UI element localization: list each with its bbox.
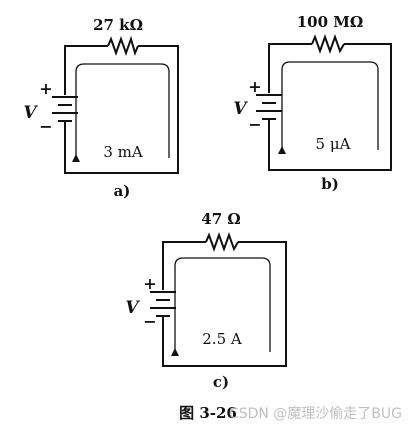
- circuit-c-current-arrow: [171, 257, 271, 356]
- circuit-c-resistance-label: 47 Ω: [201, 210, 240, 228]
- watermark: CSDN @魔理沙偷走了BUG: [229, 406, 402, 422]
- circuit-c-caption: c): [213, 373, 229, 391]
- circuit-b-current-arrow: [278, 61, 379, 154]
- circuit-a-minus-label: −: [39, 117, 52, 136]
- circuit-c-minus-label: −: [143, 312, 156, 331]
- circuit-c-battery: [150, 291, 176, 322]
- circuit-b-voltage-label: V: [233, 99, 248, 119]
- circuit-a-wire: [64, 45, 179, 174]
- circuit-c-wire: [162, 241, 287, 367]
- circuit-b-caption: b): [321, 175, 339, 193]
- circuit-b-minus-label: −: [248, 115, 261, 134]
- circuit-a: [52, 35, 179, 174]
- circuit-c-resistor: [205, 232, 239, 252]
- circuit-b-resistor: [311, 34, 345, 54]
- circuit-c-voltage-label: V: [125, 298, 140, 318]
- circuit-b-plus-label: +: [248, 77, 261, 96]
- figure-label: 图 3-26: [179, 404, 237, 422]
- circuit-b-wire: [268, 43, 392, 171]
- circuit-c: [150, 232, 287, 367]
- circuit-a-battery: [52, 96, 78, 128]
- circuit-c-plus-label: +: [143, 274, 156, 293]
- circuit-b-current-label: 5 μA: [316, 135, 351, 153]
- circuit-a-caption: a): [114, 182, 131, 200]
- circuit-a-plus-label: +: [39, 79, 52, 98]
- circuit-a-current-arrow: [72, 63, 170, 162]
- circuit-b-battery: [256, 94, 282, 126]
- circuit-a-resistor: [107, 35, 139, 56]
- circuit-b: [256, 34, 392, 171]
- circuit-b-resistance-label: 100 MΩ: [297, 13, 364, 31]
- circuit-a-voltage-label: V: [23, 103, 38, 123]
- circuit-a-current-label: 3 mA: [103, 143, 143, 161]
- circuit-a-resistance-label: 27 kΩ: [93, 16, 143, 34]
- circuit-c-current-label: 2.5 A: [202, 330, 242, 348]
